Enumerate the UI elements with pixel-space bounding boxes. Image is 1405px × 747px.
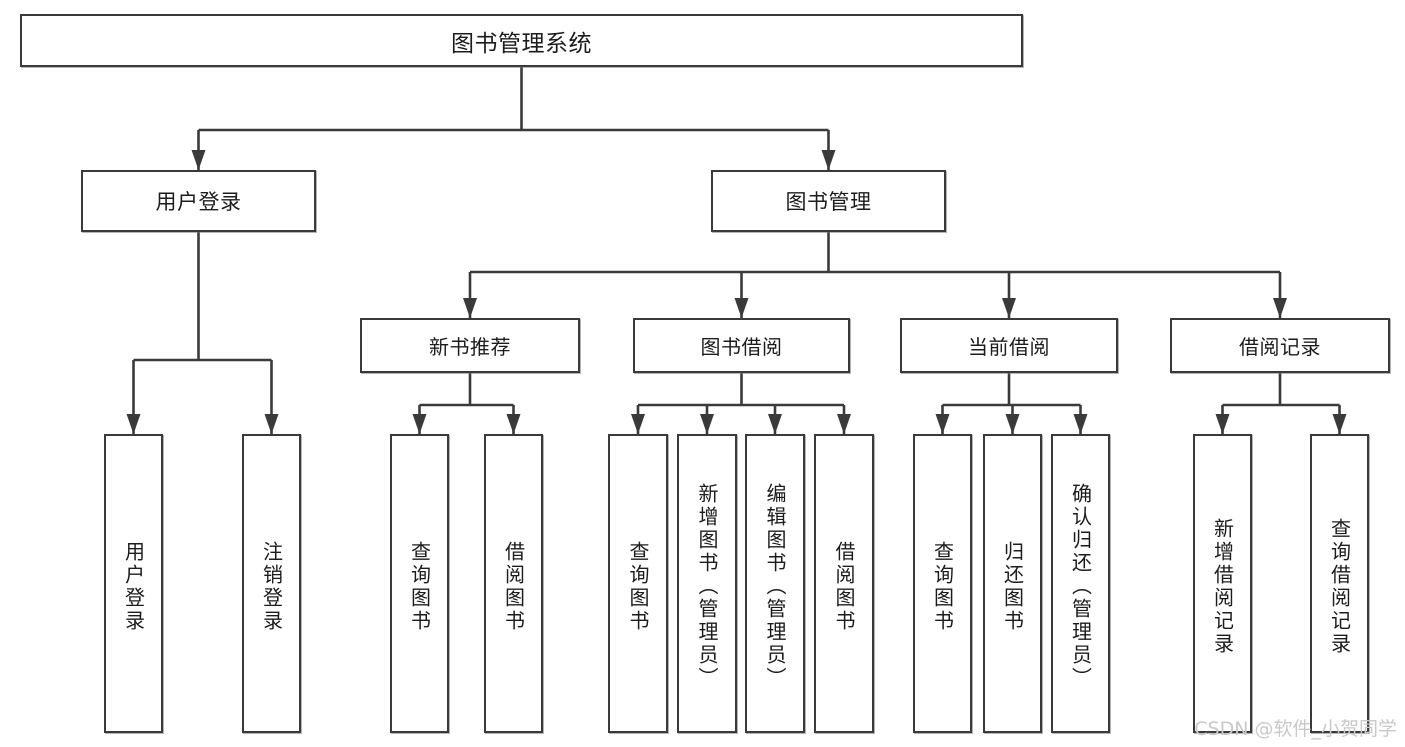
node-label-leaf-user-logout: 注销登录	[259, 540, 284, 633]
arrowhead-leaf-user-login	[126, 414, 141, 434]
node-leaf-cur-query[interactable]: 查询图书	[913, 434, 972, 733]
node-label-book-borrow: 图书借阅	[700, 335, 783, 359]
node-leaf-user-logout[interactable]: 注销登录	[242, 434, 301, 733]
node-current-borrow[interactable]: 当前借阅	[900, 318, 1118, 373]
node-label-borrow-record: 借阅记录	[1239, 335, 1321, 359]
node-leaf-rec-borrow[interactable]: 借阅图书	[484, 434, 543, 733]
node-new-book-rec[interactable]: 新书推荐	[360, 318, 580, 373]
node-leaf-book-edit[interactable]: 编辑图书（管理员）	[745, 434, 805, 733]
arrowhead-leaf-book-borrow	[837, 414, 851, 434]
node-label-leaf-rec-add: 新增借阅记录	[1210, 517, 1235, 656]
arrowhead-leaf-cur-query	[935, 414, 950, 434]
arrowhead-leaf-book-add	[700, 414, 714, 434]
node-borrow-record[interactable]: 借阅记录	[1170, 318, 1390, 373]
watermark: CSDN @软件_小贺同学	[1194, 718, 1397, 740]
node-label-current-borrow: 当前借阅	[968, 335, 1050, 359]
node-label-leaf-rec-query: 查询图书	[407, 540, 432, 633]
node-label-leaf-cur-query: 查询图书	[930, 540, 955, 633]
node-label-leaf-cur-confirm: 确认归还（管理员）	[1068, 483, 1093, 690]
node-leaf-user-login[interactable]: 用户登录	[104, 434, 163, 733]
arrowhead-leaf-user-logout	[264, 414, 279, 434]
node-label-leaf-book-borrow: 借阅图书	[832, 540, 856, 633]
node-label-leaf-cur-return: 归还图书	[1000, 540, 1025, 633]
arrowhead-leaf-cur-confirm	[1073, 414, 1088, 434]
node-leaf-cur-return[interactable]: 归还图书	[983, 434, 1042, 733]
arrowhead-leaf-rec-query	[412, 414, 427, 434]
arrowhead-current-borrow	[1002, 298, 1016, 318]
node-leaf-book-borrow[interactable]: 借阅图书	[814, 434, 874, 733]
node-leaf-borrow-query[interactable]: 查询图书	[608, 434, 668, 733]
node-leaf-cur-confirm[interactable]: 确认归还（管理员）	[1051, 434, 1110, 733]
node-label-user-login: 用户登录	[155, 190, 242, 214]
node-label-book-manage: 图书管理	[785, 190, 872, 214]
node-book-manage[interactable]: 图书管理	[711, 170, 946, 232]
arrowhead-leaf-book-edit	[768, 414, 782, 434]
node-book-borrow[interactable]: 图书借阅	[633, 318, 850, 373]
node-root[interactable]: 图书管理系统	[20, 14, 1023, 67]
node-label-leaf-rec-borrow: 借阅图书	[501, 540, 526, 633]
arrowhead-leaf-cur-return	[1005, 414, 1020, 434]
arrowhead-leaf-rec-query2	[1332, 414, 1347, 434]
node-user-login[interactable]: 用户登录	[81, 170, 316, 232]
arrowhead-leaf-rec-borrow	[506, 414, 521, 434]
node-leaf-rec-query2[interactable]: 查询借阅记录	[1310, 434, 1369, 733]
node-label-leaf-user-login: 用户登录	[121, 540, 146, 633]
arrowhead-book-manage	[821, 150, 836, 170]
arrowhead-user-login	[191, 150, 206, 170]
arrowhead-borrow-record	[1273, 298, 1287, 318]
node-label-new-book-rec: 新书推荐	[429, 335, 511, 359]
node-label-leaf-rec-query2: 查询借阅记录	[1327, 517, 1352, 656]
node-label-leaf-book-edit: 编辑图书（管理员）	[763, 483, 787, 690]
node-label-leaf-borrow-query: 查询图书	[626, 540, 650, 633]
arrowhead-book-borrow	[734, 298, 749, 318]
node-leaf-rec-query[interactable]: 查询图书	[390, 434, 449, 733]
node-label-leaf-book-add: 新增图书（管理员）	[695, 483, 719, 690]
arrowhead-leaf-rec-add	[1215, 414, 1230, 434]
arrowhead-leaf-borrow-query	[631, 414, 645, 434]
arrowhead-new-book-rec	[463, 298, 477, 318]
node-leaf-rec-add[interactable]: 新增借阅记录	[1193, 434, 1252, 733]
node-leaf-book-add[interactable]: 新增图书（管理员）	[677, 434, 737, 733]
node-label-root: 图书管理系统	[451, 30, 592, 57]
